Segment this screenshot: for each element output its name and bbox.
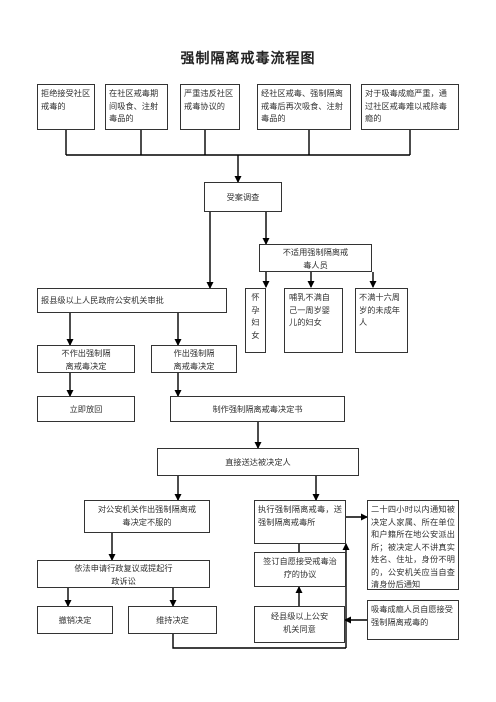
make-decision-document-box: 制作强制隔离戒毒决定书: [170, 396, 345, 422]
condition-severe-addiction: 对于吸毒成瘾严重，通过社区戒毒难以戒除毒瘾的: [361, 84, 459, 130]
minors-box: 不满十六周岁的未成年人: [355, 288, 408, 353]
decision-box: 作出强制隔离戒毒决定: [151, 345, 237, 373]
page-title: 强制隔离戒毒流程图: [180, 51, 316, 67]
revoke-decision-box: 撤销决定: [37, 606, 113, 634]
investigate-box: 受案调查: [204, 182, 282, 212]
deliver-decision-box: 直接送达被决定人: [157, 448, 359, 476]
execute-rehab-box: 执行强制隔离戒毒，送强制隔离戒毒所: [254, 500, 346, 544]
condition-relapse: 经社区戒毒、强制隔离戒毒后再次吸食、注射毒品的: [257, 84, 351, 130]
disagree-decision-box: 对公安机关作出强制隔离戒毒决定不服的: [84, 500, 210, 533]
maintain-decision-box: 维持决定: [128, 606, 217, 634]
release-box: 立即放回: [37, 396, 135, 422]
administrative-review-box: 依法申请行政复议或提起行政诉讼: [37, 560, 210, 588]
no-decision-box: 不作出强制隔离戒毒决定: [37, 345, 135, 373]
voluntary-agreement-box: 签订自愿接受戒毒治疗的协议: [254, 552, 346, 587]
nursing-women-box: 哺乳不满自己一周岁婴儿的妇女: [284, 288, 343, 353]
pregnant-women-box: 怀孕妇女: [245, 288, 266, 353]
not-applicable-box: 不适用强制隔离戒毒人员: [259, 244, 372, 272]
report-approval-box: 报县级以上人民政府公安机关审批: [37, 288, 227, 313]
condition-drug-use-during-community-rehab: 在社区戒毒期间吸食、注射毒品的: [105, 84, 168, 130]
condition-violate-agreement: 严重违反社区戒毒协议的: [180, 84, 240, 130]
condition-refuse-community-rehab: 拒绝接受社区戒毒的: [37, 84, 95, 130]
county-police-approval-box: 经县级以上公安机关同意: [254, 606, 345, 643]
notify-family-box: 二十四小时以内通知被决定人家属、所在单位和户籍所在地公安派出所；被决定人不讲真实…: [367, 500, 459, 590]
voluntary-addict-box: 吸毒成瘾人员自愿接受强制隔离戒毒的: [367, 600, 459, 640]
